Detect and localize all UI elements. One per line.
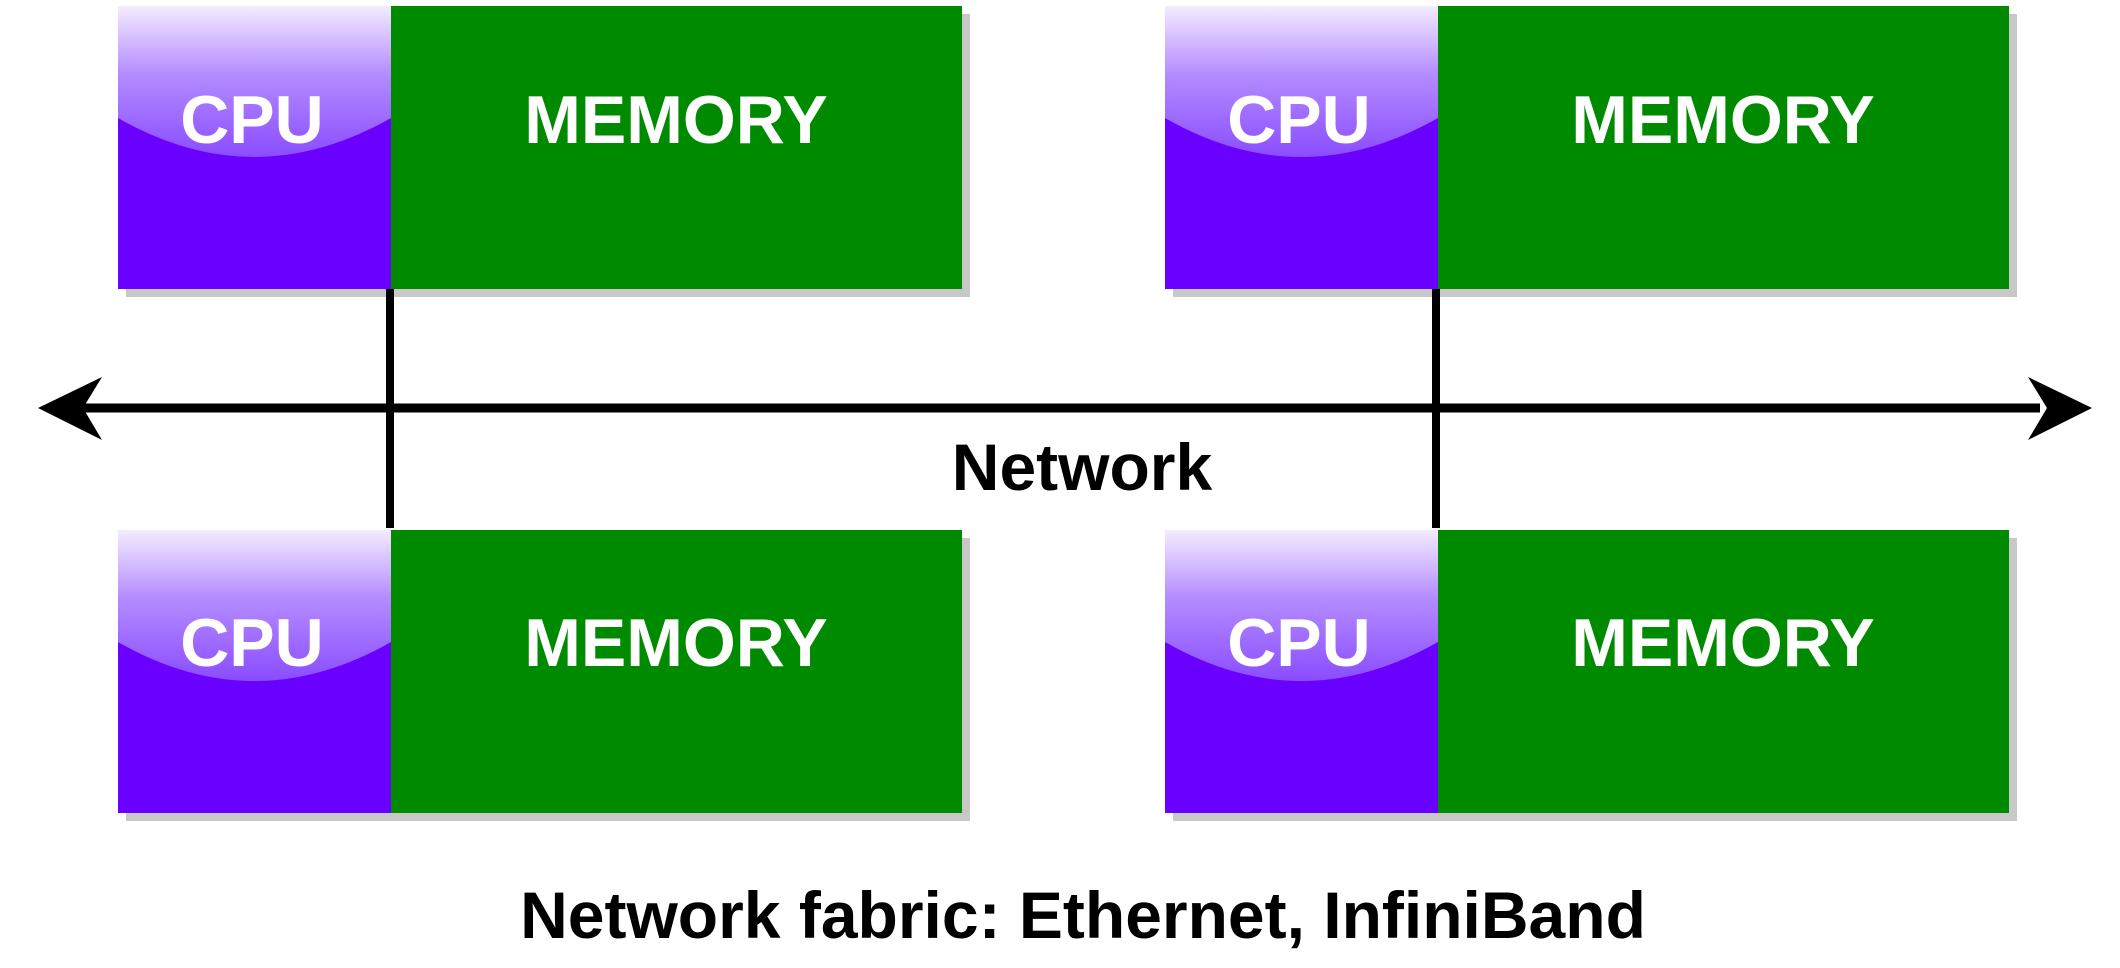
cpu-label: CPU — [180, 605, 324, 681]
network-label: Network — [952, 430, 1213, 504]
cpu-block: CPU — [1165, 6, 1438, 289]
memory-label: MEMORY — [524, 605, 827, 681]
cpu-label: CPU — [1227, 605, 1371, 681]
memory-label: MEMORY — [1571, 605, 1874, 681]
memory-label: MEMORY — [524, 82, 827, 158]
memory-block: MEMORY — [391, 530, 962, 813]
memory-block: MEMORY — [1438, 6, 2009, 289]
memory-block: MEMORY — [1438, 530, 2009, 813]
node-top-left: CPU MEMORY — [118, 6, 970, 297]
cpu-label: CPU — [1227, 82, 1371, 158]
arrowhead-right — [2028, 377, 2092, 440]
memory-block: MEMORY — [391, 6, 962, 289]
arrowhead-left — [38, 377, 102, 440]
cpu-block: CPU — [118, 530, 391, 813]
caption: Network fabric: Ethernet, InfiniBand — [520, 878, 1646, 952]
cpu-label: CPU — [180, 82, 324, 158]
node-top-right: CPU MEMORY — [1165, 6, 2017, 297]
network-bus-arrow — [38, 377, 2092, 440]
cpu-block: CPU — [118, 6, 391, 289]
cpu-block: CPU — [1165, 530, 1438, 813]
node-bottom-right: CPU MEMORY — [1165, 530, 2017, 821]
node-bottom-left: CPU MEMORY — [118, 530, 970, 821]
memory-label: MEMORY — [1571, 82, 1874, 158]
